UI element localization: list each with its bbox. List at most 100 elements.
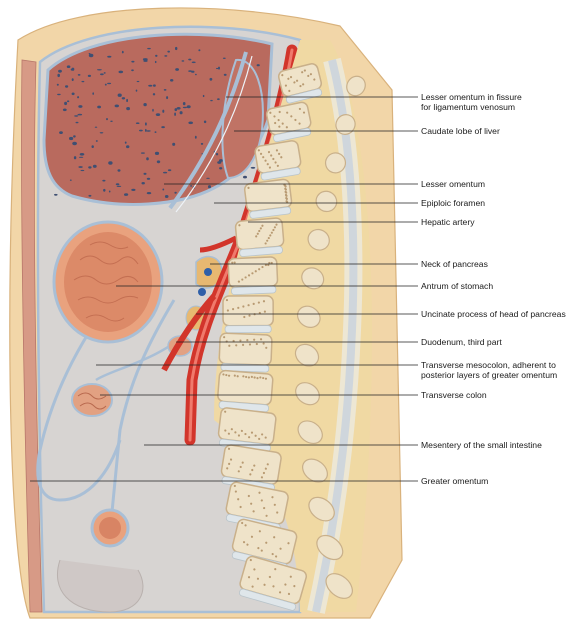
liver-dot bbox=[103, 72, 106, 74]
liver-dot bbox=[103, 188, 106, 192]
liver-dot bbox=[73, 135, 76, 138]
liver-dot bbox=[162, 109, 165, 113]
liver-dot bbox=[208, 185, 211, 189]
liver-dot bbox=[140, 152, 145, 154]
liver-dot bbox=[148, 84, 153, 87]
liver-dot bbox=[188, 58, 192, 61]
liver-dot bbox=[170, 79, 174, 82]
liver-dot bbox=[186, 105, 191, 109]
spinous-process bbox=[294, 343, 320, 367]
liver-dot bbox=[174, 108, 178, 112]
liver-dot bbox=[66, 65, 71, 68]
liver-dot bbox=[162, 188, 165, 191]
liver-dot bbox=[176, 107, 181, 110]
liver-dot bbox=[64, 101, 68, 106]
label-antrum-of-stomach: Antrum of stomach bbox=[421, 281, 493, 291]
liver-dot bbox=[164, 195, 169, 198]
label-line: Antrum of stomach bbox=[421, 281, 494, 291]
liver-dot bbox=[145, 128, 147, 132]
vertebra bbox=[254, 140, 302, 181]
liver-dot bbox=[92, 164, 97, 168]
liver-dot bbox=[161, 126, 165, 129]
superior-mesenteric-artery bbox=[161, 293, 217, 372]
vertebra bbox=[243, 178, 293, 219]
liver-dot bbox=[222, 57, 226, 59]
liver-dot bbox=[97, 69, 102, 71]
label-lesser-omentum: Lesser omentum bbox=[421, 179, 485, 189]
label-line: for ligamentum venosum bbox=[421, 102, 516, 113]
liver-dot bbox=[100, 73, 104, 76]
vertebra bbox=[239, 555, 308, 611]
label-neck-of-pancreas: Neck of pancreas bbox=[421, 259, 488, 269]
liver-dot bbox=[108, 190, 111, 193]
liver-dot bbox=[73, 156, 77, 160]
liver-dot bbox=[126, 145, 130, 149]
label-line: Transverse mesocolon, adherent to bbox=[421, 360, 556, 370]
liver-dot bbox=[107, 55, 112, 58]
label-line: Uncinate process of head of pancreas bbox=[421, 309, 566, 319]
label-epiploic-foramen: Epiploic foramen bbox=[421, 198, 485, 208]
liver-dot bbox=[56, 83, 59, 86]
liver-dot bbox=[154, 151, 160, 155]
liver-dot bbox=[191, 61, 196, 64]
label-uncinate-process: Uncinate process of head of pancreas bbox=[421, 309, 566, 319]
liver-dot bbox=[141, 182, 145, 185]
vertebra bbox=[234, 217, 285, 257]
liver-dot bbox=[59, 131, 63, 135]
liver-dot bbox=[200, 142, 204, 145]
label-line: Hepatic artery bbox=[421, 217, 475, 227]
liver-dot bbox=[182, 106, 187, 109]
liver-dot bbox=[223, 73, 227, 76]
liver-dot bbox=[107, 82, 112, 85]
liver-dot bbox=[215, 153, 219, 156]
spinous-process bbox=[307, 228, 330, 251]
liver-dot bbox=[163, 89, 167, 91]
liver-dot bbox=[182, 102, 186, 106]
liver-dot bbox=[139, 129, 143, 132]
liver-dot bbox=[117, 169, 121, 172]
liver-dot bbox=[80, 169, 85, 172]
liver-dot bbox=[190, 185, 193, 187]
liver-dot bbox=[71, 92, 75, 96]
liver-dot bbox=[219, 167, 223, 170]
liver-dot bbox=[179, 111, 183, 115]
leader-lines bbox=[30, 96, 418, 482]
liver-dot bbox=[209, 77, 213, 81]
vertebra bbox=[217, 369, 274, 413]
liver-dot bbox=[124, 141, 127, 144]
liver-dot bbox=[78, 105, 83, 108]
liver-dot bbox=[106, 118, 108, 121]
liver-dot bbox=[155, 113, 161, 116]
liver-dot bbox=[102, 179, 106, 182]
liver-dot bbox=[166, 96, 169, 100]
liver-dot bbox=[142, 58, 148, 61]
liver-dot bbox=[146, 177, 151, 180]
liver-dot bbox=[88, 53, 94, 58]
liver-dot bbox=[202, 94, 205, 98]
liver-dot bbox=[77, 113, 83, 116]
liver-dot bbox=[54, 193, 58, 196]
liver-dot bbox=[57, 93, 61, 96]
liver-dot bbox=[154, 131, 157, 134]
liver-dot bbox=[71, 78, 74, 81]
label-line: Lesser omentum in fissure bbox=[421, 92, 522, 102]
liver-dot bbox=[145, 122, 147, 126]
liver-dot bbox=[88, 194, 92, 197]
liver-dot bbox=[131, 188, 136, 191]
liver-dot bbox=[174, 112, 177, 116]
label-line: Neck of pancreas bbox=[421, 259, 488, 269]
liver-dot bbox=[153, 84, 156, 87]
liver-dot bbox=[188, 70, 193, 72]
liver-dot bbox=[94, 126, 98, 128]
liver-dot bbox=[69, 136, 74, 141]
label-line: Epiploic foramen bbox=[421, 198, 486, 208]
lower-intestine bbox=[56, 559, 144, 613]
liver-dot bbox=[108, 161, 113, 165]
spinal-cord bbox=[312, 59, 358, 613]
liver-dot bbox=[97, 105, 101, 109]
liver-dot bbox=[110, 120, 113, 123]
liver-dot bbox=[118, 70, 124, 74]
